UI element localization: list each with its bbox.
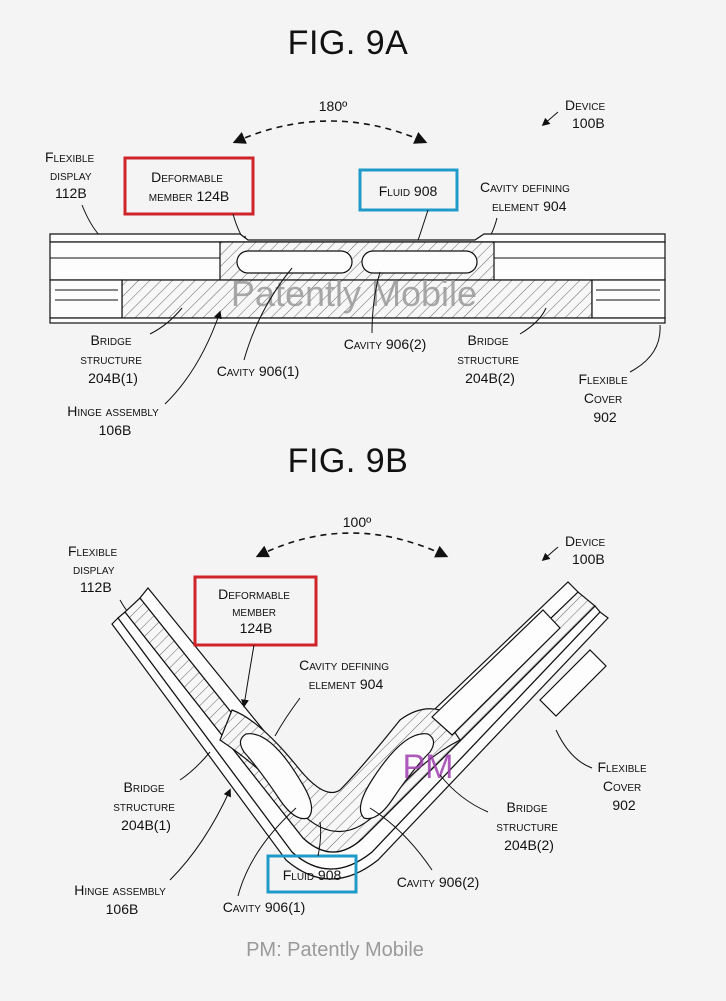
device-cross-section-flat — [49, 233, 666, 324]
device-label-9b: Device 100B — [565, 533, 609, 567]
flexible-display-label-9b: Flexible display 112B — [68, 543, 121, 595]
deformable-member-highlight-9b — [193, 575, 318, 647]
angle-arrow-100 — [255, 532, 449, 558]
cavity-2-label-9b: Cavity 906(2) — [397, 874, 480, 890]
deformable-member-label-9b: Deformable member 124B — [218, 586, 294, 636]
fig-9a-title: FIG. 9A — [288, 24, 409, 62]
cavity-1-label: Cavity 906(1) — [217, 363, 300, 379]
fig-9b-title: FIG. 9B — [288, 442, 409, 480]
footer-credit: PM: Patently Mobile — [246, 939, 424, 961]
cavity-2-label: Cavity 906(2) — [344, 336, 427, 352]
bridge-structure-1-label: Bridge structure 204B(1) — [80, 332, 146, 386]
flexible-display-label: Flexible display 112B — [45, 149, 98, 201]
bridge-structure-1-label-9b: Bridge structure 204B(1) — [113, 779, 179, 833]
fluid-highlight-9b — [266, 854, 358, 894]
device-label: Device 100B — [565, 97, 609, 131]
watermark-patently-mobile: Patently Mobile — [231, 273, 477, 314]
hinge-assembly-label: Hinge assembly 106B — [67, 403, 163, 438]
device-cross-section-folded — [111, 581, 609, 880]
fluid-label-9b: Fluid 908 — [283, 867, 342, 883]
bridge-structure-2-label: Bridge structure 204B(2) — [457, 332, 523, 386]
angle-label-100: 100º — [343, 514, 371, 530]
deformable-member-label: Deformable member 124B — [149, 169, 229, 204]
watermark-pm: PM — [403, 748, 454, 786]
hinge-assembly-label-9b: Hinge assembly 106B — [74, 882, 170, 917]
cavity-1-label-9b: Cavity 906(1) — [223, 899, 306, 915]
angle-label-180: 180º — [319, 98, 347, 114]
bridge-structure-2-label-9b: Bridge structure 204B(2) — [496, 799, 562, 853]
cavity-defining-label-9b: Cavity defining element 904 — [299, 657, 393, 692]
deformable-member-highlight — [123, 156, 255, 216]
flexible-cover-label: Flexible Cover 902 — [578, 371, 631, 425]
fluid-label: Fluid 908 — [379, 183, 438, 199]
fluid-highlight — [358, 168, 459, 212]
flexible-cover-label-9b: Flexible Cover 902 — [597, 759, 650, 813]
cavity-defining-label: Cavity defining element 904 — [480, 179, 574, 214]
angle-arrow-180 — [232, 120, 428, 144]
